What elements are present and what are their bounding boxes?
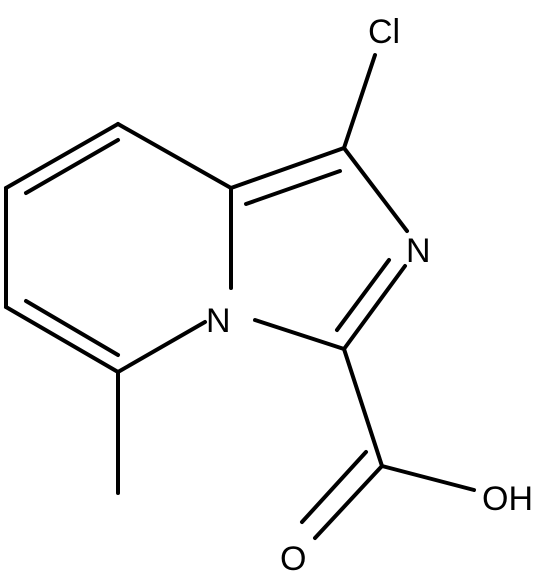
atom-label-n-ring: N bbox=[406, 232, 431, 270]
bond-c3-ccooh bbox=[342, 347, 384, 468]
bond-c5-c6-double bbox=[24, 299, 120, 357]
bond-c3-n4 bbox=[253, 318, 346, 351]
bond-c1-n2 bbox=[342, 146, 409, 233]
bond-c-oh bbox=[380, 464, 476, 492]
bond-c1-cl bbox=[342, 53, 377, 150]
bond-n4-c5 bbox=[116, 320, 207, 374]
bond-c8a-c1 bbox=[229, 146, 346, 190]
bond-c7-c8-double bbox=[24, 138, 120, 195]
atom-label-n-bridge: N bbox=[206, 302, 231, 340]
bond-c8-c8a bbox=[116, 122, 233, 190]
bond-c7-c8 bbox=[4, 122, 120, 190]
bond-n2-c3-double bbox=[335, 258, 391, 332]
atom-label-cl: Cl bbox=[368, 13, 400, 51]
atom-label-oh: OH bbox=[482, 480, 533, 518]
bond-c-o-double-b bbox=[300, 450, 368, 524]
bond-c8a-c1-double bbox=[244, 169, 342, 206]
atom-label-o-carbonyl: O bbox=[280, 540, 306, 578]
bond-c-o-double-a bbox=[313, 464, 384, 540]
bond-n2-c3 bbox=[342, 264, 407, 351]
bond-c5-c6 bbox=[4, 305, 120, 374]
